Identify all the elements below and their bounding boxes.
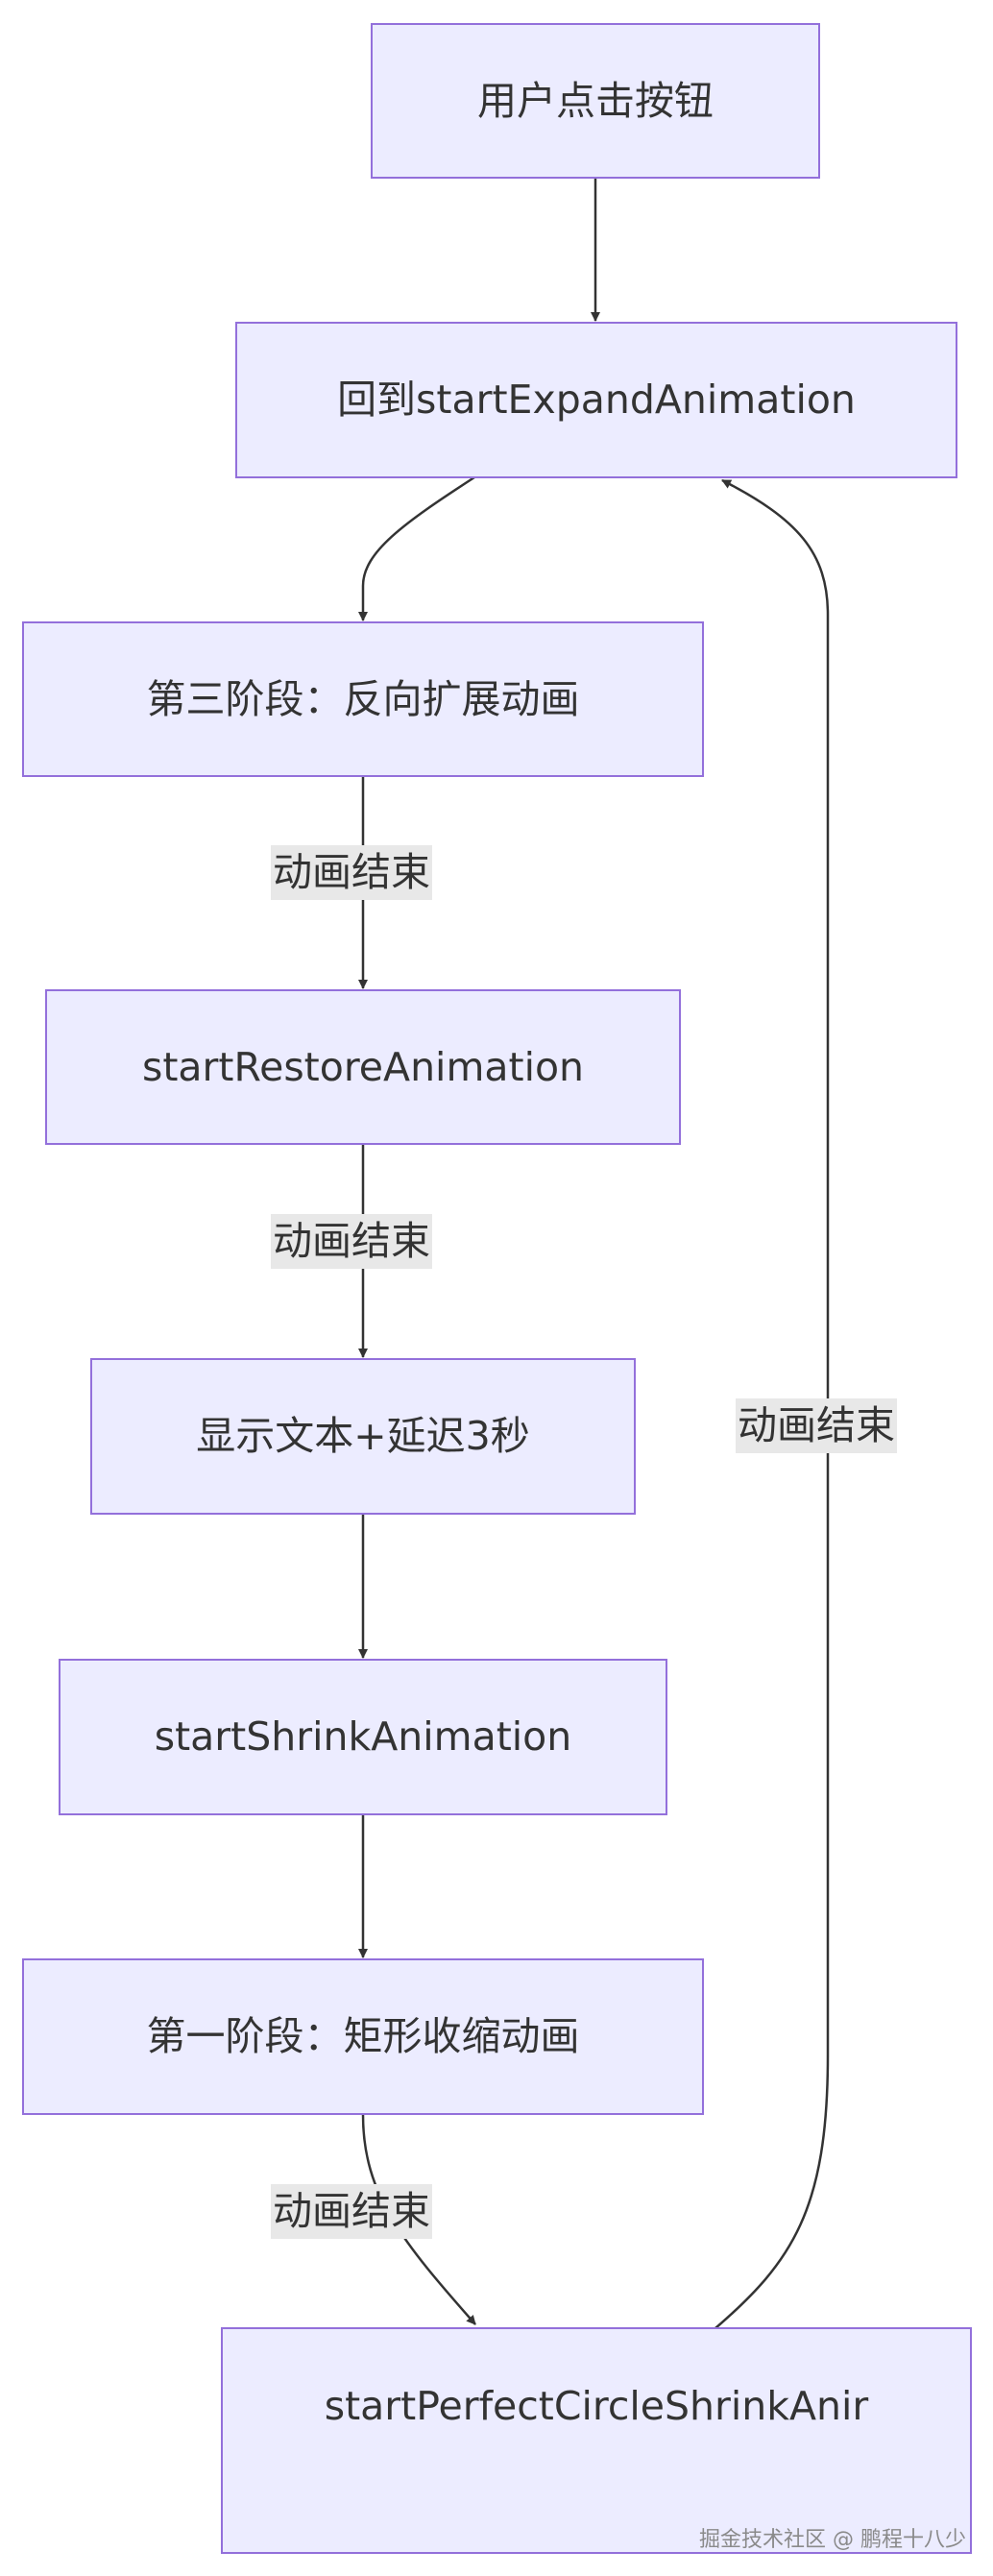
edge-label-restore-to-show-text: 动画结束 bbox=[271, 1214, 432, 1269]
node-perfect-circle-shrink: startPerfectCircleShrinkAnir bbox=[221, 2327, 972, 2554]
edge-label-stage1-to-circle: 动画结束 bbox=[271, 2184, 432, 2239]
node-stage1-rect-shrink: 第一阶段：矩形收缩动画 bbox=[22, 1958, 704, 2115]
edge-back-expand-to-stage3 bbox=[358, 475, 475, 621]
edge-label-stage3-to-restore: 动画结束 bbox=[271, 845, 432, 900]
node-user-click-label: 用户点击按钮 bbox=[477, 77, 714, 124]
node-back-to-expand-label: 回到startExpandAnimation bbox=[337, 377, 856, 423]
node-show-text-delay-label: 显示文本+延迟3秒 bbox=[196, 1413, 530, 1459]
watermark: 掘金技术社区 @ 鹏程十八少 bbox=[699, 2528, 966, 2552]
edge-label-circle-to-back-expand: 动画结束 bbox=[736, 1398, 897, 1453]
node-start-restore-label: startRestoreAnimation bbox=[141, 1043, 585, 1090]
node-perfect-circle-shrink-label: startPerfectCircleShrinkAnir bbox=[324, 2383, 869, 2429]
node-stage3-reverse-expand: 第三阶段：反向扩展动画 bbox=[22, 621, 704, 777]
node-back-to-expand: 回到startExpandAnimation bbox=[235, 322, 957, 478]
node-user-click: 用户点击按钮 bbox=[371, 23, 820, 179]
node-show-text-delay: 显示文本+延迟3秒 bbox=[90, 1358, 636, 1515]
node-start-shrink: startShrinkAnimation bbox=[59, 1659, 667, 1815]
node-stage3-reverse-expand-label: 第三阶段：反向扩展动画 bbox=[146, 675, 580, 722]
edge-circle-to-back-expand bbox=[714, 478, 830, 2329]
node-start-restore: startRestoreAnimation bbox=[45, 989, 681, 1145]
node-start-shrink-label: startShrinkAnimation bbox=[154, 1713, 572, 1760]
node-stage1-rect-shrink-label: 第一阶段：矩形收缩动画 bbox=[146, 2013, 580, 2059]
